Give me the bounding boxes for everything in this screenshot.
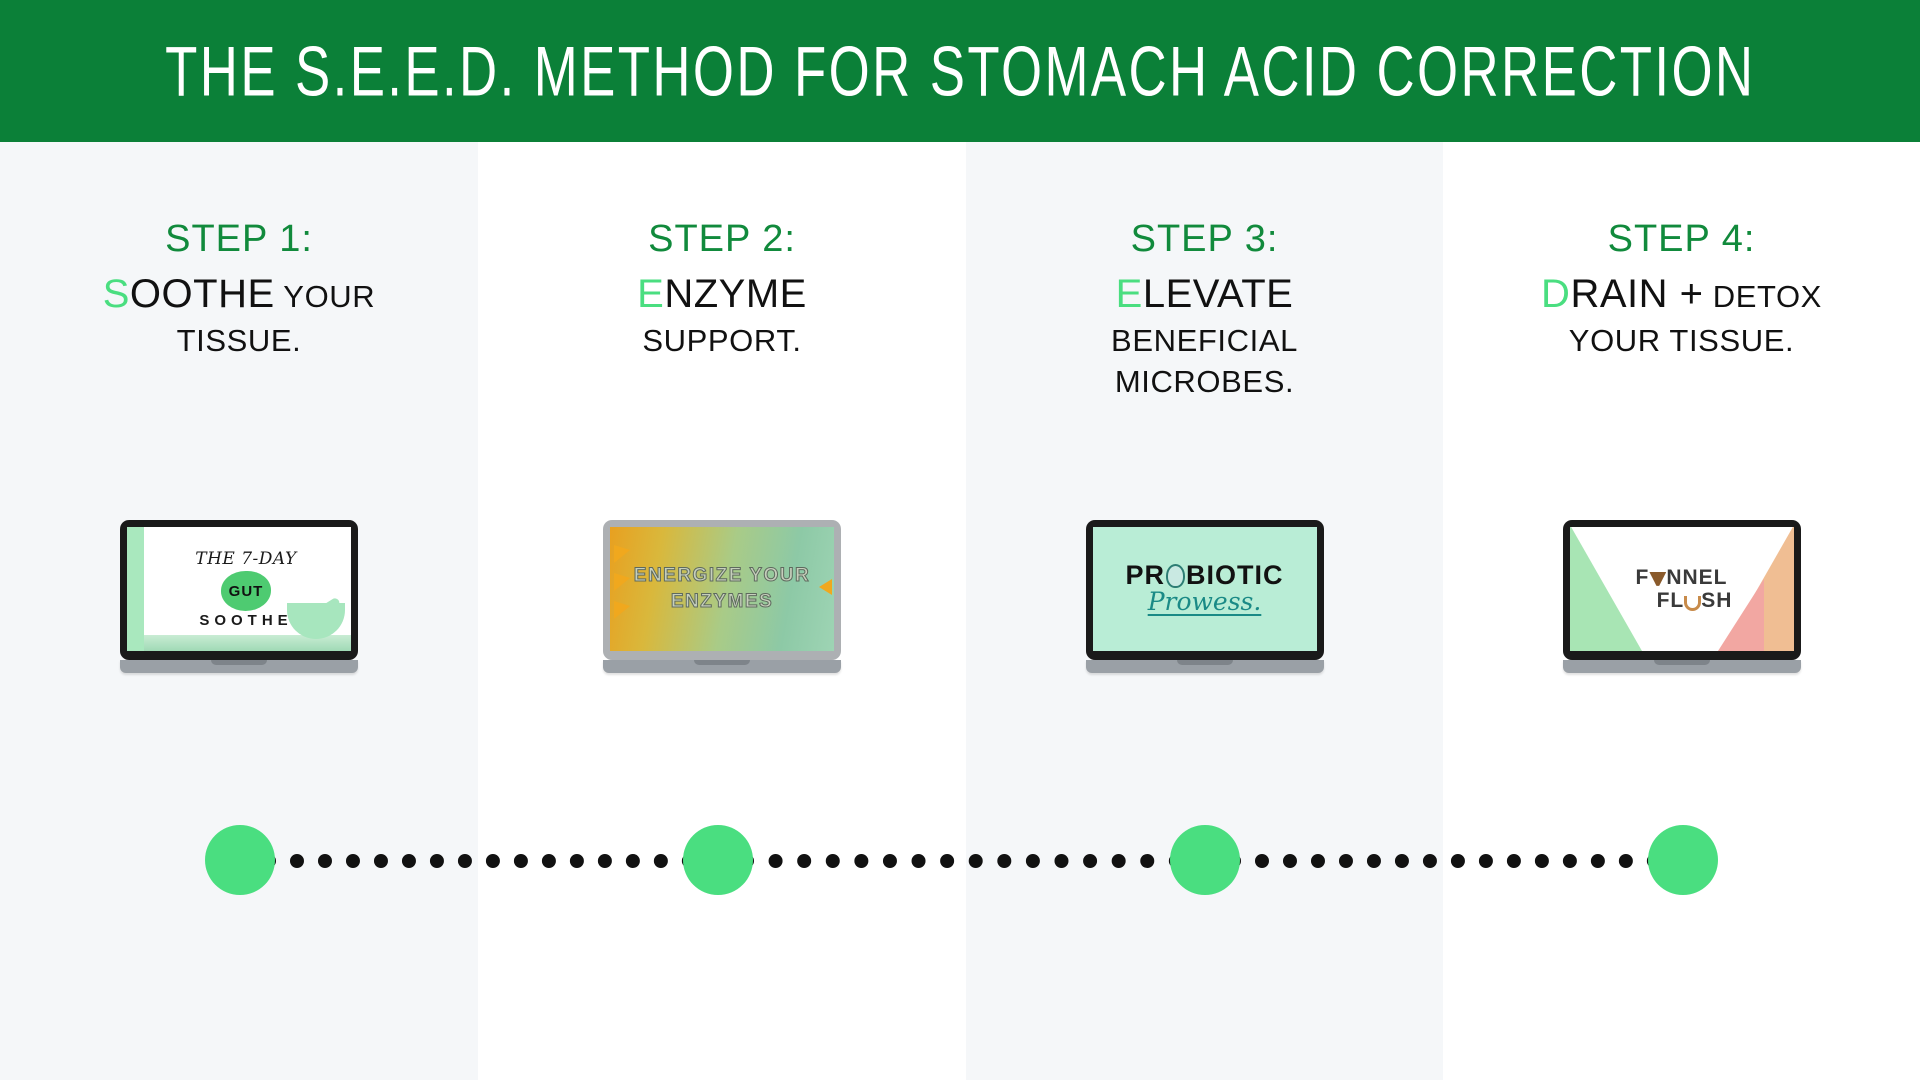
step-description-4: DRAIN + DETOX YOUR TISSUE. xyxy=(1532,268,1832,362)
step-tail-1: TISSUE. xyxy=(176,322,302,358)
step-lead-2: ENZYME xyxy=(637,272,807,316)
step-lead-rest-4: RAIN + xyxy=(1570,271,1704,316)
step-tail-3: BENEFICIAL MICROBES. xyxy=(1111,322,1298,399)
screen-2-text: ENERGIZE YOUR ENZYMES xyxy=(610,563,834,614)
screen-2-line2: ENZYMES xyxy=(670,591,774,613)
laptop-lid-3: PR BIOTIC Prowess. xyxy=(1085,520,1324,660)
timeline-dot-3[interactable] xyxy=(1170,825,1240,895)
laptop-base-4 xyxy=(1562,660,1801,673)
ground-decor xyxy=(144,635,351,651)
step-column-3: STEP 3: ELEVATE BENEFICIAL MICROBES. xyxy=(966,142,1443,462)
laptop-column-2: ENERGIZE YOUR ENZYMES xyxy=(478,520,966,700)
laptop-column-4: F NNEL FL SH xyxy=(1443,520,1920,700)
step-description-2: ENZYME SUPPORT. xyxy=(572,268,872,362)
step-column-2: STEP 2: ENZYME SUPPORT. xyxy=(478,142,966,462)
gut-badge-label: GUT xyxy=(228,582,264,600)
step-label-2: STEP 2: xyxy=(648,218,796,260)
step-label-4: STEP 4: xyxy=(1607,218,1756,260)
green-wedge-decor xyxy=(1569,527,1642,651)
progress-timeline xyxy=(0,810,1920,900)
screen-1-line3: SOOTHE xyxy=(199,612,293,629)
screen-1-line1: THE 7-DAY xyxy=(195,549,297,569)
timeline-dot-1[interactable] xyxy=(205,825,275,895)
laptop-lid-1: THE 7-DAY GUT SOOTHE xyxy=(120,520,358,660)
screen-3-line1-b: BIOTIC xyxy=(1186,560,1284,590)
screen-3-text: PR BIOTIC Prowess. xyxy=(1093,562,1317,617)
screen-4-line2: FL SH xyxy=(1570,589,1794,612)
laptop-screen-1: THE 7-DAY GUT SOOTHE xyxy=(127,527,351,651)
funnel-icon xyxy=(1649,571,1667,586)
probiotic-capsule-icon xyxy=(1166,564,1185,588)
laptop-screen-3: PR BIOTIC Prowess. xyxy=(1092,527,1317,651)
step-lead-3: ELEVATE xyxy=(1116,272,1294,316)
screen-2-line1: ENERGIZE YOUR xyxy=(633,565,811,587)
gut-badge: GUT xyxy=(221,571,271,611)
laptop-energize-enzymes[interactable]: ENERGIZE YOUR ENZYMES xyxy=(603,520,841,673)
lightning-bolt-icon-1 xyxy=(614,541,630,563)
timeline-dot-2[interactable] xyxy=(683,825,753,895)
pink-wedge-decor xyxy=(1717,579,1764,651)
laptops-row: THE 7-DAY GUT SOOTHE xyxy=(0,520,1920,700)
laptop-base-1 xyxy=(120,660,358,673)
step-lead-1: SOOTHE xyxy=(103,272,275,316)
step-lead-4: DRAIN + xyxy=(1541,272,1703,316)
laptop-column-3: PR BIOTIC Prowess. xyxy=(966,520,1443,700)
laptop-screen-4: F NNEL FL SH xyxy=(1569,527,1794,651)
laptop-base-2 xyxy=(603,660,841,673)
laptop-lid-2: ENERGIZE YOUR ENZYMES xyxy=(603,520,841,660)
step-lead-rest-3: LEVATE xyxy=(1142,271,1294,316)
screen-4-line2-a: FL xyxy=(1656,589,1685,612)
lightning-bolt-icon-4 xyxy=(819,579,832,595)
laptop-column-1: THE 7-DAY GUT SOOTHE xyxy=(0,520,478,700)
step-description-1: SOOTHE YOUR TISSUE. xyxy=(89,268,389,362)
laptop-probiotic-prowess[interactable]: PR BIOTIC Prowess. xyxy=(1085,520,1324,673)
step-tail-2: SUPPORT. xyxy=(642,322,802,358)
screen-3-line2: Prowess. xyxy=(1147,587,1262,616)
step-column-4: STEP 4: DRAIN + DETOX YOUR TISSUE. xyxy=(1443,142,1920,462)
timeline-dash-segment-1 xyxy=(262,854,696,868)
screen-4-line2-b: SH xyxy=(1701,589,1733,612)
step-lead-cap-2: E xyxy=(637,271,665,316)
screen-4-line1: F NNEL xyxy=(1570,566,1794,589)
steps-row: STEP 1: SOOTHE YOUR TISSUE. STEP 2: ENZY… xyxy=(0,142,1920,462)
laptop-gut-soothe[interactable]: THE 7-DAY GUT SOOTHE xyxy=(120,520,358,673)
step-lead-cap-3: E xyxy=(1115,271,1143,316)
step-label-3: STEP 3: xyxy=(1130,218,1279,260)
screen-1-text: THE 7-DAY GUT SOOTHE xyxy=(127,549,351,629)
step-lead-rest-1: OOTHE xyxy=(129,271,275,316)
laptop-base-3 xyxy=(1085,660,1324,673)
u-pipe-icon xyxy=(1684,596,1702,611)
screen-4-line1-a: F xyxy=(1635,565,1650,589)
step-description-3: ELEVATE BENEFICIAL MICROBES. xyxy=(1055,268,1355,403)
step-column-1: STEP 1: SOOTHE YOUR TISSUE. xyxy=(0,142,478,462)
leaf-strip-decor xyxy=(127,527,144,651)
step-lead-cap-1: S xyxy=(102,271,130,316)
laptop-lid-4: F NNEL FL SH xyxy=(1562,520,1801,660)
timeline-dash-segment-2 xyxy=(740,854,1183,868)
timeline-dash-segment-3 xyxy=(1227,854,1661,868)
laptop-screen-2: ENERGIZE YOUR ENZYMES xyxy=(610,527,834,651)
screen-4-line1-b: NNEL xyxy=(1666,565,1728,589)
step-rest-1: YOUR xyxy=(283,278,376,314)
timeline-dot-4[interactable] xyxy=(1648,825,1718,895)
step-tail-4: DETOX YOUR TISSUE. xyxy=(1568,278,1822,358)
screen-3-line1-a: PR xyxy=(1125,560,1165,590)
step-lead-cap-4: D xyxy=(1541,271,1571,316)
step-label-1: STEP 1: xyxy=(165,218,313,260)
screen-3-line1: PR BIOTIC xyxy=(1093,562,1317,589)
step-lead-rest-2: NZYME xyxy=(664,271,807,316)
header-banner: THE S.E.E.D. METHOD FOR STOMACH ACID COR… xyxy=(0,0,1920,142)
page-title: THE S.E.E.D. METHOD FOR STOMACH ACID COR… xyxy=(164,31,1756,111)
laptop-funnel-flush[interactable]: F NNEL FL SH xyxy=(1562,520,1801,673)
screen-4-text: F NNEL FL SH xyxy=(1570,566,1794,612)
